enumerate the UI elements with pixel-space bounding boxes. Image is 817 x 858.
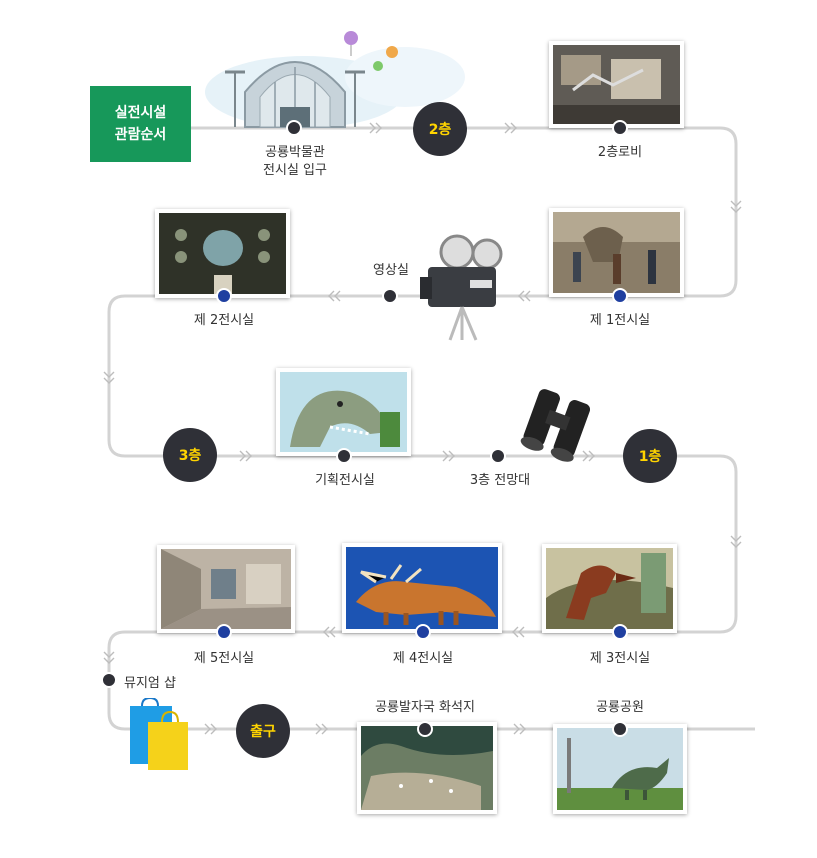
hall4-label: 제 4전시실 xyxy=(392,651,454,666)
route-title-line1: 실전시설 xyxy=(114,105,167,121)
exit-label: 출구 xyxy=(250,724,276,740)
lobby2-photo xyxy=(549,41,684,128)
hall3-label: 제 3전시실 xyxy=(589,651,651,666)
shop-label: 뮤지엄 샵 xyxy=(124,676,176,691)
shopping-bags-illustration xyxy=(130,698,188,770)
floor-1-marker: 1층 xyxy=(623,429,677,483)
special-dot xyxy=(336,448,352,464)
hall2-dot xyxy=(216,288,232,304)
hall5-dot xyxy=(216,624,232,640)
hall2-label: 제 2전시실 xyxy=(193,313,255,328)
floor-1-label: 1층 xyxy=(638,449,662,465)
lobby2-dot xyxy=(612,120,628,136)
floor-2-label: 2층 xyxy=(428,122,452,138)
hall3-dot xyxy=(612,624,628,640)
theater-label: 영상실 xyxy=(373,263,409,278)
hall1-label: 제 1전시실 xyxy=(589,313,651,328)
hall5-photo xyxy=(157,545,295,633)
projector-illustration xyxy=(420,234,503,341)
entrance-label-line1: 공룡박물관 xyxy=(265,145,325,160)
lobby2-label: 2층로비 xyxy=(597,145,643,160)
theater-dot xyxy=(382,288,398,304)
hall1-dot xyxy=(612,288,628,304)
special-exhibit-photo xyxy=(276,368,411,456)
entrance-label: 공룡박물관 전시실 입구 xyxy=(246,144,344,180)
hall4-dot xyxy=(415,624,431,640)
park-dot xyxy=(612,721,628,737)
floor-2-marker: 2층 xyxy=(413,102,467,156)
entrance-dot xyxy=(286,120,302,136)
route-title: 실전시설 관람순서 xyxy=(90,86,191,162)
footprint-label: 공룡발자국 화석지 xyxy=(375,700,475,715)
hall5-label: 제 5전시실 xyxy=(193,651,255,666)
museum-entrance-illustration xyxy=(205,31,465,128)
hall1-photo xyxy=(549,208,684,297)
park-label: 공룡공원 xyxy=(596,700,644,715)
binoculars-illustration xyxy=(520,389,591,462)
special-label: 기획전시실 xyxy=(315,473,375,488)
observatory-dot xyxy=(490,448,506,464)
floor-3-marker: 3층 xyxy=(163,428,217,482)
hall4-photo xyxy=(342,543,502,633)
observatory-label: 3층 전망대 xyxy=(469,473,531,488)
floor-3-label: 3층 xyxy=(178,448,202,464)
hall2-photo xyxy=(155,209,290,298)
hall3-photo xyxy=(542,544,677,633)
footprint-dot xyxy=(417,721,433,737)
shop-dot xyxy=(101,672,117,688)
dinosaur-park-photo xyxy=(553,724,687,814)
exit-marker: 출구 xyxy=(236,704,290,758)
entrance-label-line2: 전시실 입구 xyxy=(263,163,327,178)
footprint-site-photo xyxy=(357,722,497,814)
route-title-line2: 관람순서 xyxy=(114,127,167,143)
